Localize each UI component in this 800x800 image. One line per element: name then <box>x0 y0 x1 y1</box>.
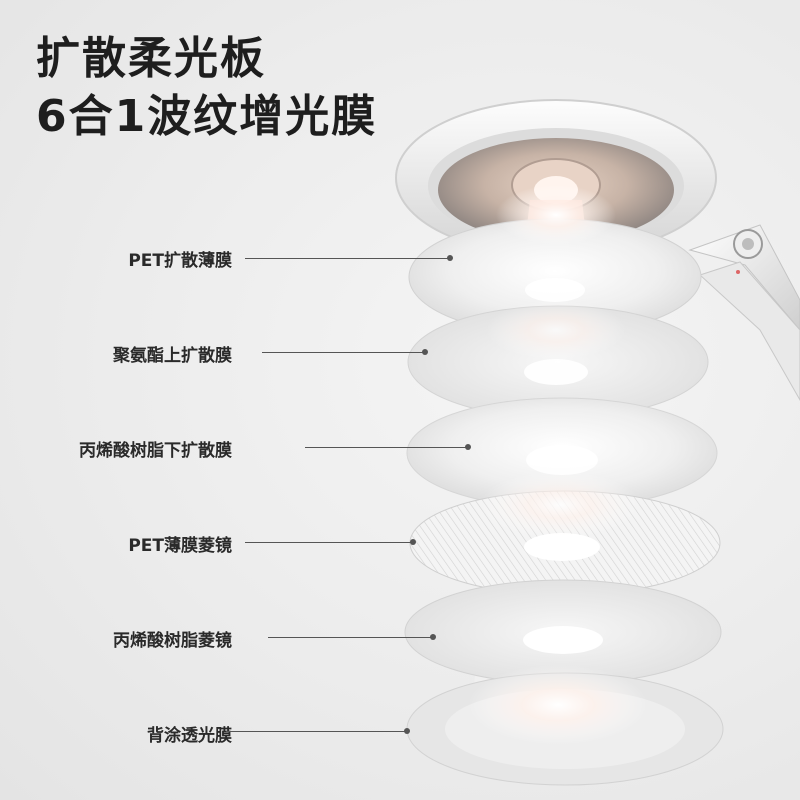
leader-dot-1 <box>447 255 453 261</box>
leader-dot-2 <box>422 349 428 355</box>
lamp-arm <box>688 224 800 402</box>
layer-disc-3 <box>406 397 718 509</box>
layer-label-5: 丙烯酸树脂菱镜 <box>113 631 232 651</box>
leader-line-5 <box>268 637 433 638</box>
headline-line-2: 6合1波纹增光膜 <box>36 91 378 142</box>
layer-label-1: PET扩散薄膜 <box>128 251 232 271</box>
layer-label-3: 丙烯酸树脂下扩散膜 <box>79 441 232 461</box>
light-glow <box>468 185 648 745</box>
layer-disc-1 <box>408 218 702 336</box>
leader-dot-4 <box>410 539 416 545</box>
leader-line-4 <box>245 542 413 543</box>
leader-dot-6 <box>404 728 410 734</box>
layer-disc-5 <box>404 579 722 685</box>
layer-label-4: PET薄膜菱镜 <box>128 536 232 556</box>
leader-line-3 <box>305 447 468 448</box>
headline: 扩散柔光板 6合1波纹增光膜 <box>36 30 377 146</box>
layer-label-2: 聚氨酯上扩散膜 <box>113 346 232 366</box>
headline-line-1: 扩散柔光板 <box>36 33 266 84</box>
layer-label-6: 背涂透光膜 <box>147 726 232 746</box>
leader-line-6 <box>226 731 406 732</box>
leader-dot-3 <box>465 444 471 450</box>
leader-line-1 <box>245 258 450 259</box>
leader-dot-5 <box>430 634 436 640</box>
layer-disc-2 <box>407 305 709 419</box>
leader-line-2 <box>262 352 425 353</box>
